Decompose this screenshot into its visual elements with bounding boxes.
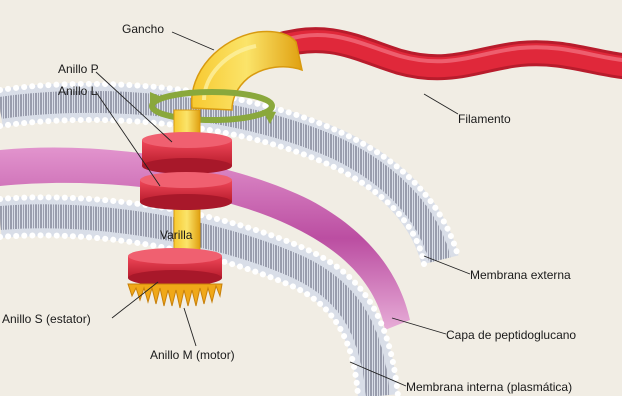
filament [278, 35, 622, 67]
label-membrana-interna: Membrana interna (plasmática) [406, 380, 572, 394]
p-ring [142, 132, 232, 174]
label-gancho: Gancho [122, 22, 164, 36]
label-anillo-l: Anillo L [58, 84, 97, 98]
m-ring [128, 284, 222, 308]
s-ring [128, 248, 222, 286]
hook [192, 31, 302, 110]
label-varilla: Varilla [160, 228, 192, 242]
label-capa-peptidoglucano: Capa de peptidoglucano [446, 328, 576, 342]
l-ring [140, 172, 232, 210]
label-membrana-externa: Membrana externa [470, 268, 571, 282]
label-anillo-p: Anillo P [58, 62, 99, 76]
label-anillo-s: Anillo S (estator) [2, 312, 91, 326]
label-anillo-m: Anillo M (motor) [150, 348, 235, 362]
label-filamento: Filamento [458, 112, 511, 126]
